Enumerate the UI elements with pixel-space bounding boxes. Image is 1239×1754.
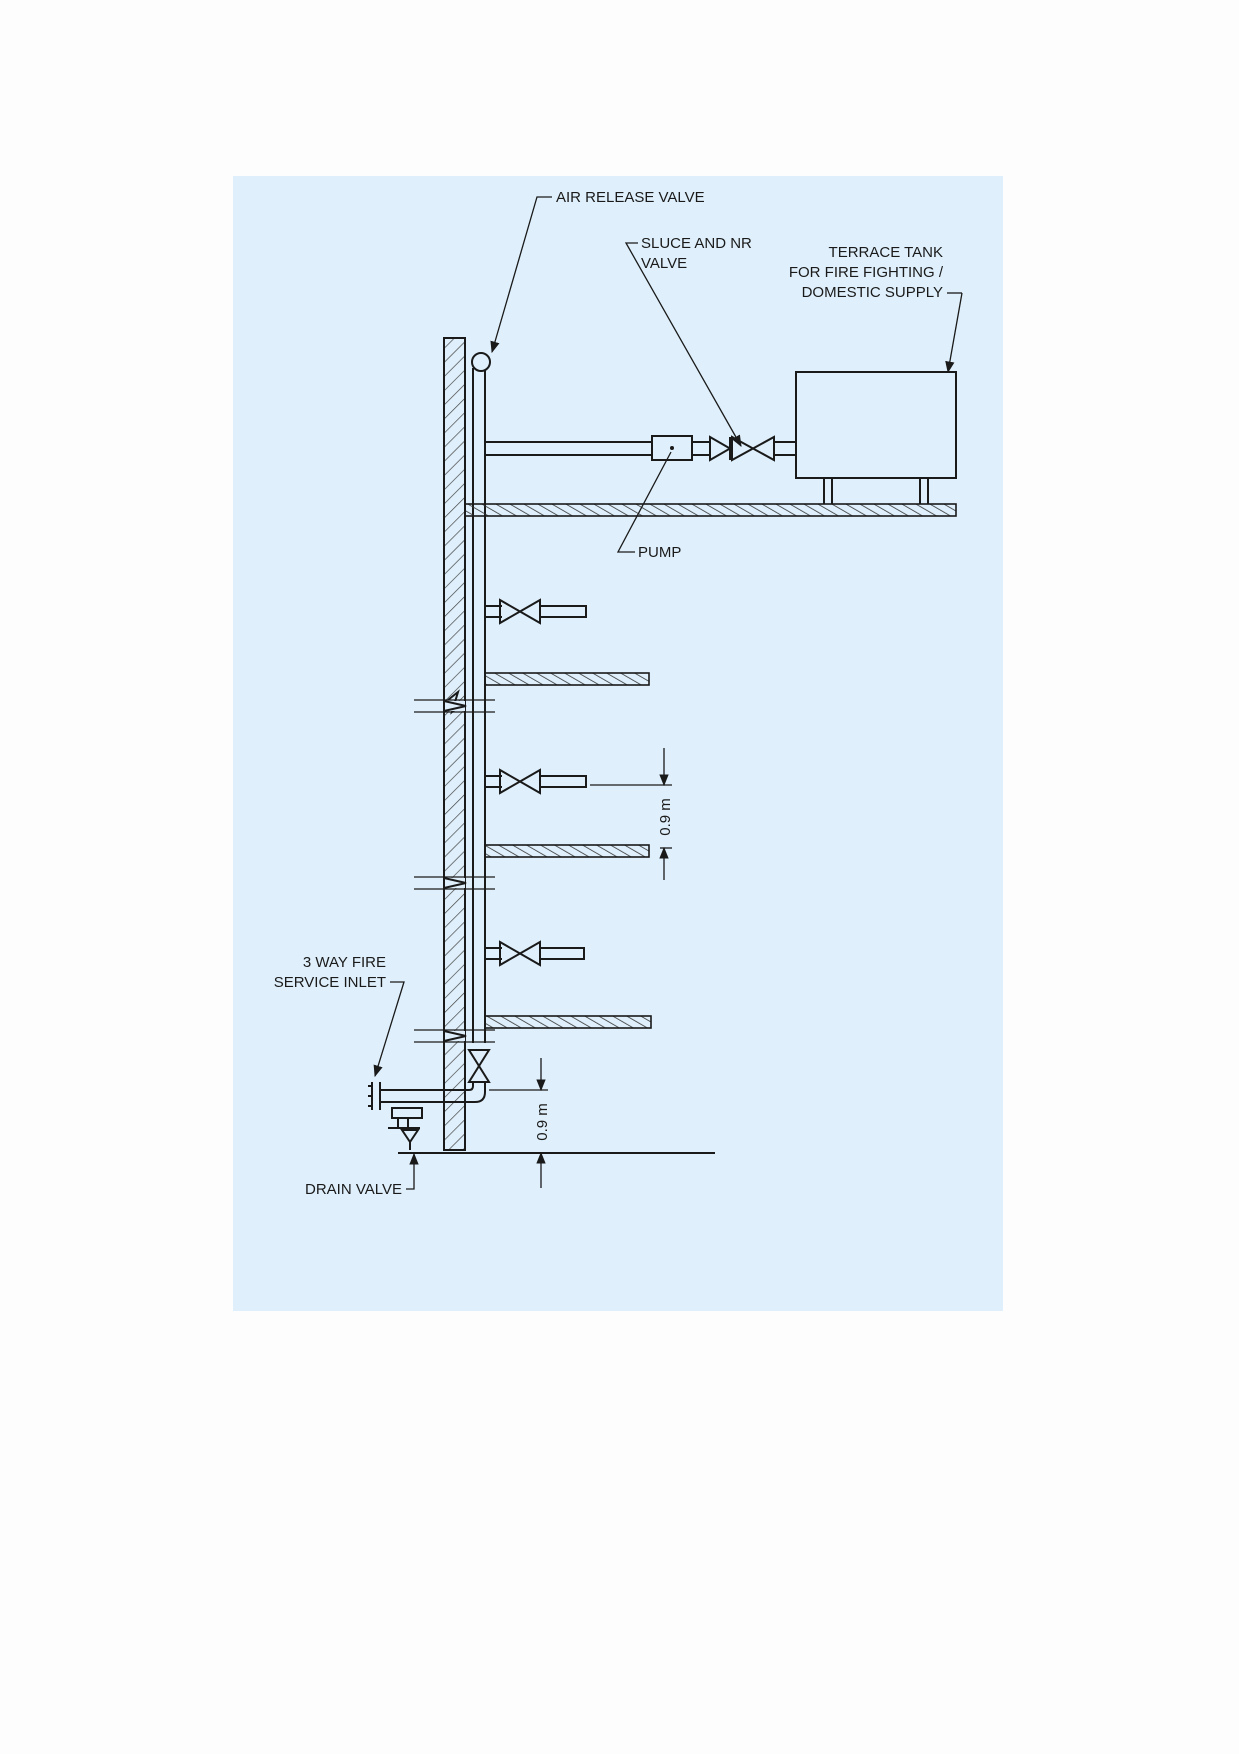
terrace-tank-label-line-3: DOMESTIC SUPPLY bbox=[802, 284, 943, 301]
fire-service-inlet-label-line-1: 3 WAY FIRE bbox=[303, 954, 386, 971]
terrace-tank-label-line-2: FOR FIRE FIGHTING / bbox=[789, 264, 944, 281]
air-release-valve-label: AIR RELEASE VALVE bbox=[556, 189, 705, 206]
sluce-nr-valve-label-line-1: SLUCE AND NR bbox=[641, 235, 752, 252]
terrace-tank-label-line-1: TERRACE TANK bbox=[829, 244, 943, 261]
dimension-landing-valve bbox=[590, 748, 672, 880]
riser-pipe bbox=[472, 368, 486, 1043]
dimension-inlet-label: 0.9 m bbox=[534, 1103, 551, 1141]
pump-supply-line bbox=[485, 441, 796, 456]
terrace-slab bbox=[464, 503, 957, 517]
fire-service-inlet-label-line-2: SERVICE INLET bbox=[274, 974, 386, 991]
floor-slab-1 bbox=[484, 672, 650, 686]
landing-valve-2 bbox=[485, 768, 587, 795]
nr-valve-icon bbox=[709, 435, 733, 462]
fire-service-inlet-icon bbox=[368, 1082, 381, 1110]
landing-valve-3 bbox=[485, 940, 585, 967]
inlet-pipe bbox=[380, 1082, 486, 1103]
air-release-valve-icon bbox=[471, 352, 491, 372]
wall-break-2 bbox=[414, 876, 495, 890]
terrace-tank bbox=[795, 371, 957, 504]
dimension-landing-valve-label: 0.9 m bbox=[657, 798, 674, 836]
drain-valve-icon bbox=[388, 1107, 423, 1150]
drain-valve-label: DRAIN VALVE bbox=[305, 1181, 402, 1198]
sluice-valve-icon bbox=[731, 435, 775, 462]
riser-base-valve bbox=[467, 1049, 491, 1083]
sluce-nr-valve-label-line-2: VALVE bbox=[641, 255, 687, 272]
wall-break-1 bbox=[414, 689, 495, 715]
landing-valve-1 bbox=[485, 598, 587, 625]
diagram-panel bbox=[233, 176, 1003, 1311]
building-wall bbox=[443, 337, 466, 1151]
floor-slab-2 bbox=[484, 844, 650, 858]
wall-break-3 bbox=[414, 1029, 495, 1043]
pump-label: PUMP bbox=[638, 544, 681, 561]
dimension-inlet bbox=[489, 1058, 548, 1188]
leader-lines bbox=[373, 196, 963, 1190]
floor-slab-3 bbox=[484, 1015, 652, 1029]
